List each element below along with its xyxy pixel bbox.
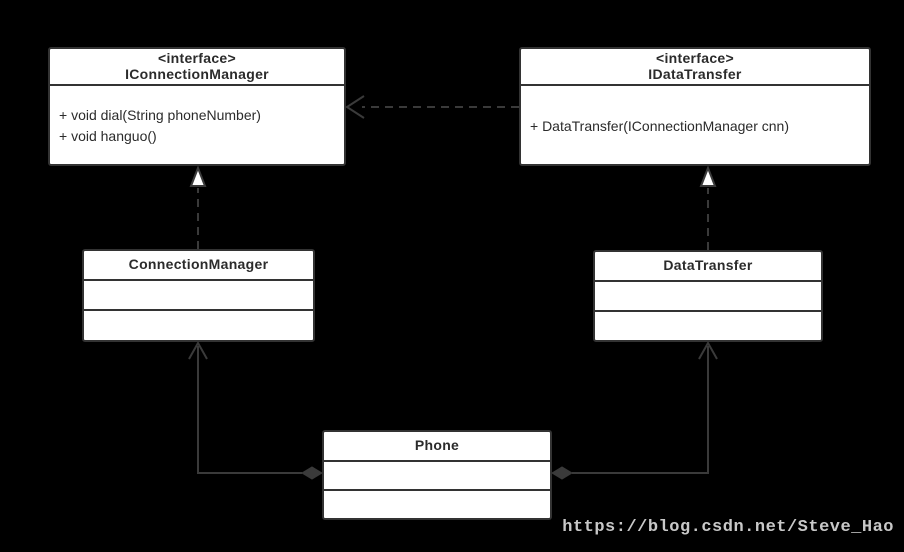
method-item: + DataTransfer(IConnectionManager cnn) xyxy=(530,118,789,134)
dependency-arrow-idatatransfer-iconnectionmanager xyxy=(345,95,519,119)
attributes-compartment xyxy=(84,281,313,311)
class-title: <interface> IConnectionManager xyxy=(50,49,344,86)
class-title: DataTransfer xyxy=(595,252,821,282)
class-title: ConnectionManager xyxy=(84,251,313,281)
open-arrowhead xyxy=(698,340,718,360)
aggregation-connector-phone-datatransfer xyxy=(551,340,718,480)
class-box-idatatransfer: <interface> IDataTransfer + DataTransfer… xyxy=(519,47,871,166)
stereotype-label: <interface> xyxy=(655,50,734,66)
class-title: Phone xyxy=(324,432,550,462)
methods-compartment xyxy=(324,491,550,518)
method-item: + void hanguo() xyxy=(59,128,157,144)
realization-arrow-connectionmanager xyxy=(189,165,207,249)
class-name: ConnectionManager xyxy=(128,256,269,272)
class-name: Phone xyxy=(414,437,460,453)
class-name: IDataTransfer xyxy=(648,66,742,82)
open-arrowhead xyxy=(345,95,365,119)
methods-compartment xyxy=(84,311,313,340)
filled-diamond xyxy=(551,466,573,480)
methods-compartment: + void dial(String phoneNumber) + void h… xyxy=(50,86,344,164)
class-name: IConnectionManager xyxy=(125,66,269,82)
attributes-compartment xyxy=(324,462,550,491)
class-box-connectionmanager: ConnectionManager xyxy=(82,249,315,342)
filled-diamond xyxy=(301,466,323,480)
hollow-triangle-arrowhead xyxy=(699,165,717,187)
attributes-compartment xyxy=(595,282,821,312)
class-title: <interface> IDataTransfer xyxy=(521,49,869,86)
class-box-datatransfer: DataTransfer xyxy=(593,250,823,342)
realization-arrow-datatransfer xyxy=(699,165,717,250)
method-item: + void dial(String phoneNumber) xyxy=(59,107,261,123)
methods-compartment: + DataTransfer(IConnectionManager cnn) xyxy=(521,86,869,164)
hollow-triangle-arrowhead xyxy=(189,165,207,187)
methods-compartment xyxy=(595,312,821,340)
class-box-iconnectionmanager: <interface> IConnectionManager + void di… xyxy=(48,47,346,166)
class-box-phone: Phone xyxy=(322,430,552,520)
open-arrowhead xyxy=(188,340,208,360)
class-name: DataTransfer xyxy=(663,257,753,273)
aggregation-connector-phone-connectionmanager xyxy=(188,340,323,480)
watermark-url: https://blog.csdn.net/Steve_Hao xyxy=(562,518,894,537)
stereotype-label: <interface> xyxy=(157,50,236,66)
